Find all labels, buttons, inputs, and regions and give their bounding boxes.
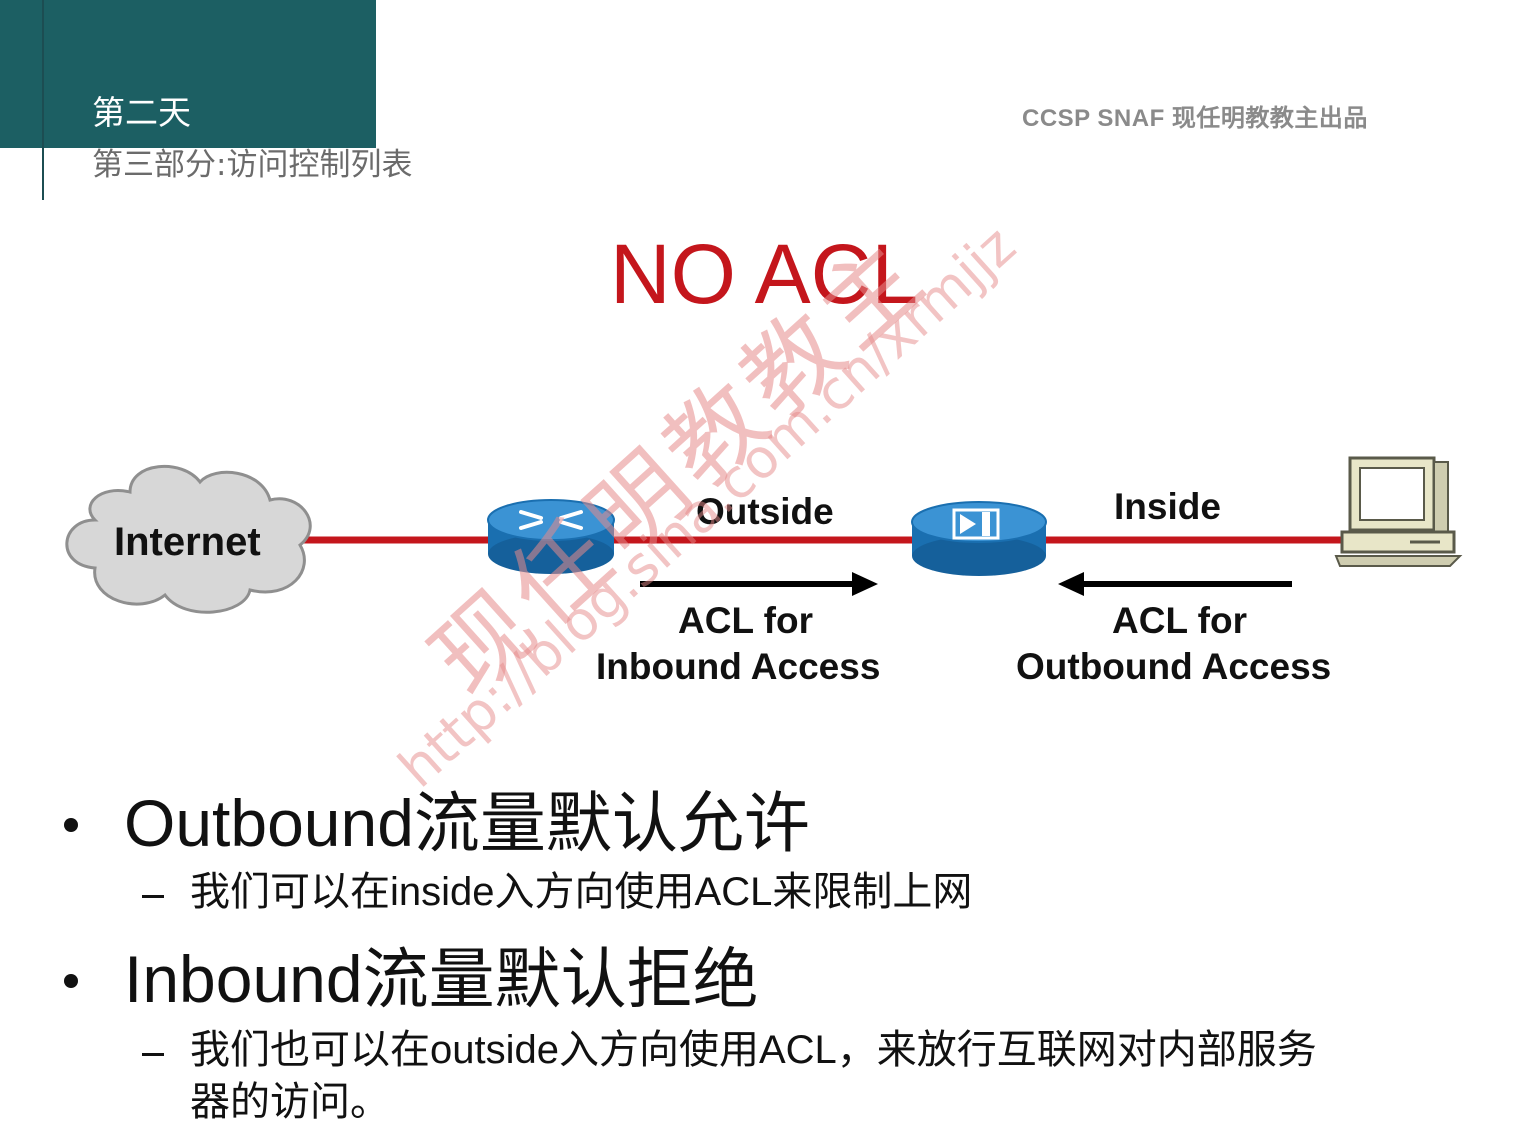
outbound-acl-label-line2: Outbound Access [1016,646,1332,687]
inbound-acl-label-line2: Inbound Access [596,646,881,687]
sub-bullet-outbound: 我们可以在inside入方向使用ACL来限制上网 [190,870,973,914]
section-label: 第三部分:访问控制列表 [92,147,413,183]
outbound-arrow-icon [1058,572,1292,596]
bullet-dot-2 [64,974,78,988]
internet-cloud-icon [65,464,312,614]
outside-label: Outside [696,491,834,532]
header-divider [42,0,44,200]
inbound-arrow-icon [640,572,878,596]
brand-label: CCSP SNAF 现任明教教主出品 [1022,105,1368,132]
sub-dash-1 [142,895,164,898]
computer-icon [1334,456,1463,567]
bullet-dot-1 [64,818,78,832]
firewall-icon [911,501,1047,576]
internet-label: Internet [114,520,261,564]
router-icon [487,499,615,574]
sub-dash-2 [142,1053,164,1056]
bullet-outbound: Outbound流量默认允许 [124,786,810,860]
day-label: 第二天 [92,93,191,132]
sub-bullet-inbound-line2: 器的访问。 [190,1080,390,1124]
network-diagram [65,456,1463,614]
outbound-acl-label-line1: ACL for [1112,600,1247,641]
page-title: NO ACL [609,227,919,321]
bullet-inbound: Inbound流量默认拒绝 [124,942,759,1016]
inbound-acl-label-line1: ACL for [678,600,813,641]
inside-label: Inside [1114,486,1221,527]
sub-bullet-inbound-line1: 我们也可以在outside入方向使用ACL，来放行互联网对内部服务 [190,1028,1317,1072]
header-band [0,0,376,148]
